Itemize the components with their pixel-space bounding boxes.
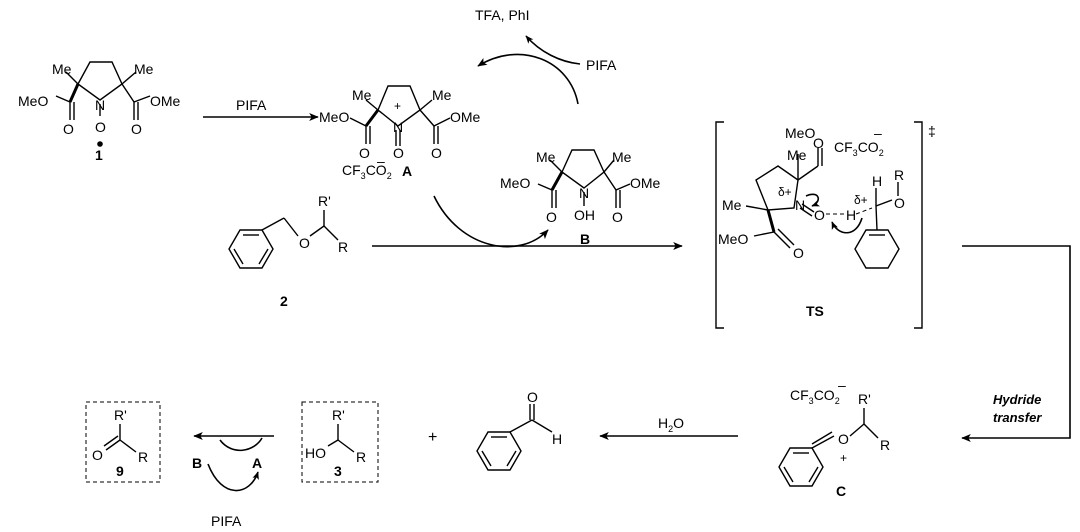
ts-meo: MeO [785,125,815,141]
benzaldehyde-o: O [527,389,538,405]
c1-left-ester: MeO [18,93,48,109]
a-left-me: Me [352,87,372,103]
c2-r: R [338,239,348,255]
ts-h-transfer: H [846,207,856,223]
b-carbonyl-o2: O [612,209,623,225]
step1-reagent: PIFA [236,97,267,113]
b-right-me: Me [612,149,632,165]
c9-r: R [138,449,148,465]
c1-carbonyl-o1: O [63,121,74,137]
c1-n-oxygen: O [95,119,106,135]
a-charge-plus: + [394,99,401,113]
cycle-top-reagent: PIFA [586,57,617,73]
ts-r: R [894,167,904,183]
compound-9: R' O R 9 [85,401,161,483]
c9-o: O [92,447,103,463]
compound-9-box [85,401,161,483]
ts-meo-bottom: MeO [718,231,748,247]
b-left-ester: MeO [500,175,530,191]
compound-3-box [301,401,379,483]
cycle-bottom-b: B [192,455,202,471]
compound-A-label: A [402,163,412,179]
compound-C-label: C [836,483,846,499]
ts-double-dagger: ‡ [928,123,936,139]
b-oh: OH [574,207,595,223]
benzaldehyde-h: H [552,431,562,447]
compound-9-label: 9 [116,463,124,479]
ts-o: O [814,207,825,223]
cycle-bottom-reagent: PIFA [211,513,242,529]
hydride-arrow [961,245,1071,442]
compound-1-label: 1 [95,147,103,163]
ts-me-left: Me [722,197,742,213]
hydride-label-2: transfer [993,410,1042,425]
cycle-top-arc [477,53,579,105]
c-counter-ion: CF3CO2 [790,387,840,406]
compound-B-label: B [580,231,590,247]
compound-2: O R' R 2 [228,193,348,309]
c3-r-prime: R' [332,407,345,423]
b-ring-n: N [579,185,589,201]
hydrolysis-reagent: H2O [658,415,684,434]
a-carbonyl-o2: O [431,145,442,161]
a-ring-n: N [393,119,403,135]
ts-bracket-left [715,121,724,329]
c3-ho: HO [305,445,326,461]
ts-h: H [872,173,882,189]
compound-2-label: 2 [280,293,288,309]
ts-ether-o: O [894,195,905,211]
ts-me-top: Me [787,147,807,163]
c-o: O [838,431,849,447]
compound-B: Me Me MeO OMe N OH O O B [500,149,661,247]
ts-delta-n: δ+ [778,185,792,199]
ts-delta-c: δ+ [854,193,868,207]
ts-ester-o1: O [813,135,824,151]
compound-A: Me Me MeO OMe + N O O O CF3CO2 – A [319,85,481,181]
b-carbonyl-o1: O [546,209,557,225]
benzaldehyde: O H [476,389,562,471]
c-r: R [880,437,890,453]
ts-counter-ion: CF3CO2 [834,139,884,158]
b-right-ester: OMe [630,175,661,191]
compound-3-label: 3 [334,463,342,479]
ts-n: N [795,197,805,213]
cycle-bottom-arc [207,463,259,492]
ts-bracket-right [914,121,923,329]
c1-carbonyl-o2: O [131,121,142,137]
c3-r: R [356,449,366,465]
ts-ester-o2: O [793,245,804,261]
hydride-label-1: Hydride [993,392,1041,407]
c1-ring-n: N [95,97,105,113]
cycle-top-branch-out [525,35,581,65]
radical-dot [97,141,103,147]
a-carbonyl-o1: O [359,145,370,161]
cycle-bottom-a: A [252,455,262,471]
a-left-ester: MeO [319,109,349,125]
a-counter-charge: – [377,153,385,169]
compound-3: R' HO R 3 [301,401,379,483]
c2-ether-o: O [299,235,310,251]
a-right-me: Me [432,87,452,103]
a-counter-ion: CF3CO2 [342,162,392,181]
c1-right-me: Me [134,61,154,77]
c-counter-charge: – [838,377,846,393]
c-charge-plus: + [840,451,847,465]
c9-r-prime: R' [114,407,127,423]
ts-label: TS [806,303,824,319]
ts-counter-charge: – [874,125,882,141]
b-left-me: Me [536,149,556,165]
cycle-top-product: TFA, PhI [475,7,529,23]
compound-C: O + R' R CF3CO2 – C [778,377,890,499]
compound-1: Me Me MeO OMe N O O O 1 [18,61,181,163]
a-n-oxygen: O [393,145,404,161]
a-to-b-arc [433,195,549,248]
a-right-ester: OMe [450,109,481,125]
c1-left-me: Me [52,61,72,77]
plus-sign: + [428,429,437,446]
transition-state: ‡ MeO Me Me MeO CF3CO2 – δ+ N O H H δ+ [715,121,936,329]
c2-r-prime: R' [318,193,331,209]
c-r-prime: R' [858,391,871,407]
c1-right-ester: OMe [150,93,181,109]
